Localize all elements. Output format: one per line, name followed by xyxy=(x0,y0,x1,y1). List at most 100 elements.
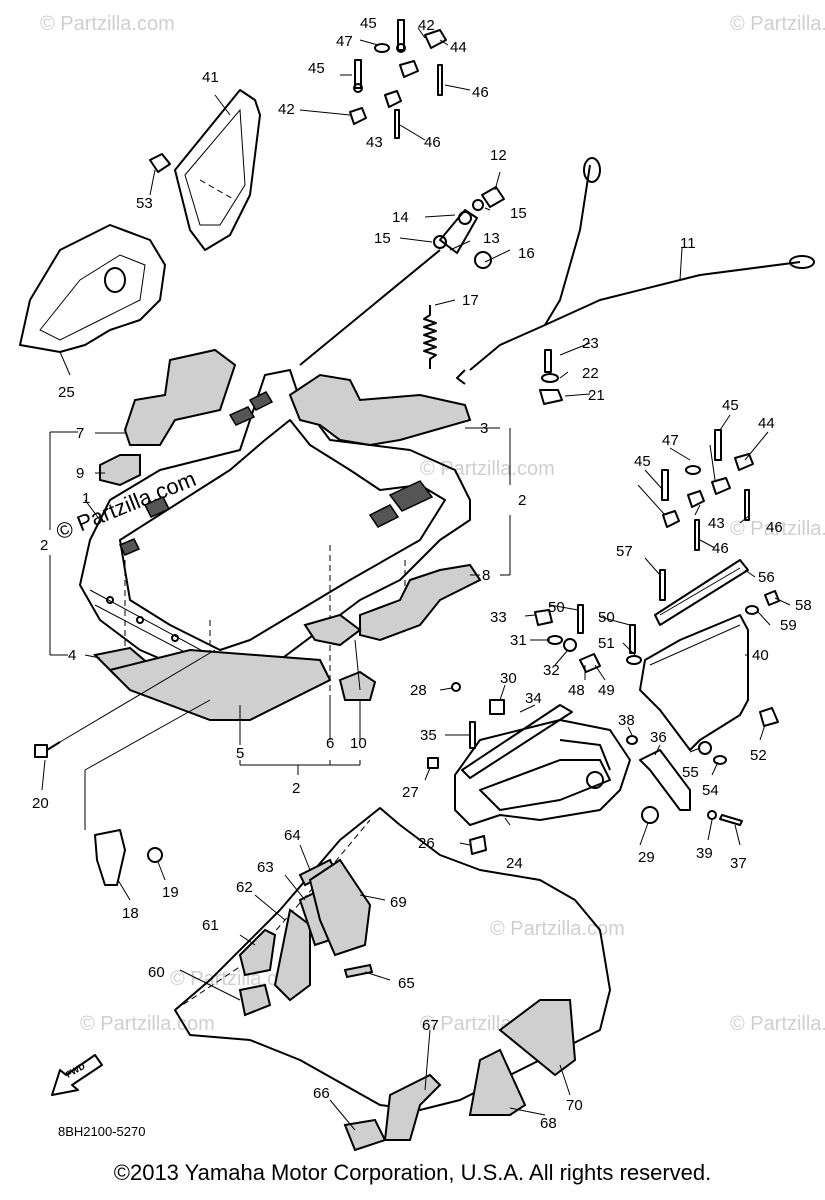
watermark: © Partzilla.com xyxy=(730,1013,825,1035)
watermark: © Partzilla.com xyxy=(40,13,175,35)
callout-16: 16 xyxy=(518,245,535,262)
callout-43: 43 xyxy=(366,134,383,151)
callout-42: 42 xyxy=(278,101,295,118)
callout-34: 34 xyxy=(525,690,542,707)
callout-52: 52 xyxy=(750,747,767,764)
callout-31: 31 xyxy=(510,632,527,649)
callout-4: 4 xyxy=(68,647,76,664)
foam-pad-3 xyxy=(288,373,472,447)
watermark: © Partzilla.com xyxy=(490,918,625,940)
callout-49: 49 xyxy=(598,682,615,699)
callout-25: 25 xyxy=(58,384,75,401)
leader-line xyxy=(59,649,216,743)
strip-56-inner xyxy=(659,567,741,616)
callout-63: 63 xyxy=(257,859,274,876)
diagram-code: 8BH2100-5270 xyxy=(58,1124,146,1139)
leader-lines xyxy=(41,27,791,1131)
callout-69: 69 xyxy=(390,894,407,911)
callout-67: 67 xyxy=(422,1017,439,1034)
bolt-20-shaft xyxy=(46,741,61,751)
callout-46: 46 xyxy=(424,134,441,151)
storage-tray-24 xyxy=(454,719,631,826)
callout-11: 11 xyxy=(680,235,696,252)
callout-21: 21 xyxy=(588,387,605,404)
callout-38: 38 xyxy=(618,712,635,729)
bracket-18 xyxy=(94,829,126,886)
nut-19 xyxy=(147,847,163,863)
callout-1: 1 xyxy=(82,490,90,507)
watermark: © Partzilla.com xyxy=(80,1013,215,1035)
callout-46: 46 xyxy=(766,519,783,536)
foam-pad-62 xyxy=(273,908,311,1002)
watermark: © Partzilla.com xyxy=(730,518,825,540)
foam-pad-10 xyxy=(338,670,377,701)
callout-20: 20 xyxy=(32,795,49,812)
callout-27: 27 xyxy=(402,784,419,801)
bolt-20 xyxy=(34,744,48,758)
callout-65: 65 xyxy=(398,975,415,992)
callout-62: 62 xyxy=(236,879,253,896)
callout-3: 3 xyxy=(480,420,488,437)
callout-6: 6 xyxy=(326,735,334,752)
foam-pad-70 xyxy=(498,999,577,1077)
callout-44: 44 xyxy=(758,415,775,432)
fastener-group-top xyxy=(349,19,447,139)
callout-2: 2 xyxy=(40,537,48,554)
strip-36 xyxy=(639,749,691,811)
fastener-group-21-23 xyxy=(539,349,563,405)
callout-14: 14 xyxy=(392,209,409,226)
callout-58: 58 xyxy=(795,597,812,614)
side-panel-25 xyxy=(19,224,166,353)
callout-33: 33 xyxy=(490,609,507,626)
foam-pad-65 xyxy=(343,963,374,979)
callout-48: 48 xyxy=(568,682,585,699)
callout-51: 51 xyxy=(598,635,615,652)
callout-40: 40 xyxy=(752,647,769,664)
strip-56 xyxy=(654,559,749,626)
callout-61: 61 xyxy=(202,917,219,934)
foam-pad-7 xyxy=(123,348,237,446)
callout-23: 23 xyxy=(582,335,599,352)
callout-30: 30 xyxy=(500,670,517,687)
strip-34 xyxy=(461,704,573,779)
callout-35: 35 xyxy=(420,727,437,744)
callout-labels: 1 2 2 2 2 3 4 5 6 7 8 9 10 11 12 13 14 1… xyxy=(32,15,812,1132)
callout-55: 55 xyxy=(682,764,699,781)
callout-54: 54 xyxy=(702,782,719,799)
callout-2: 2 xyxy=(292,780,300,797)
hood-rod xyxy=(299,186,505,366)
callout-47: 47 xyxy=(662,432,679,449)
clip-53 xyxy=(149,153,171,173)
callout-24: 24 xyxy=(506,855,523,872)
fastener-group-right xyxy=(661,429,754,551)
callout-70: 70 xyxy=(566,1097,583,1114)
callout-18: 18 xyxy=(122,905,139,922)
callout-32: 32 xyxy=(543,662,560,679)
callout-57: 57 xyxy=(616,543,633,560)
callout-36: 36 xyxy=(650,729,667,746)
foam-pad-60 xyxy=(238,983,272,1017)
callout-15: 15 xyxy=(374,230,391,247)
callout-50: 50 xyxy=(598,609,615,626)
side-panel-40 xyxy=(639,614,749,751)
callout-13: 13 xyxy=(483,230,500,247)
bracket-41 xyxy=(174,89,261,251)
callout-60: 60 xyxy=(148,964,165,981)
callout-43: 43 xyxy=(708,515,725,532)
foam-pad-9 xyxy=(99,454,141,487)
cable-11 xyxy=(456,157,815,385)
callout-50: 50 xyxy=(548,599,565,616)
foam-pad-68 xyxy=(468,1048,527,1116)
callout-45: 45 xyxy=(308,60,325,77)
foam-pad-8 xyxy=(359,563,482,642)
callout-47: 47 xyxy=(336,33,353,50)
callout-56: 56 xyxy=(758,569,775,586)
callout-9: 9 xyxy=(76,465,84,482)
callout-59: 59 xyxy=(780,617,797,634)
callout-8: 8 xyxy=(482,567,490,584)
watermark: © Partzilla.com xyxy=(420,458,555,480)
callout-46: 46 xyxy=(472,84,489,101)
callout-5: 5 xyxy=(236,745,244,762)
callout-19: 19 xyxy=(162,884,179,901)
